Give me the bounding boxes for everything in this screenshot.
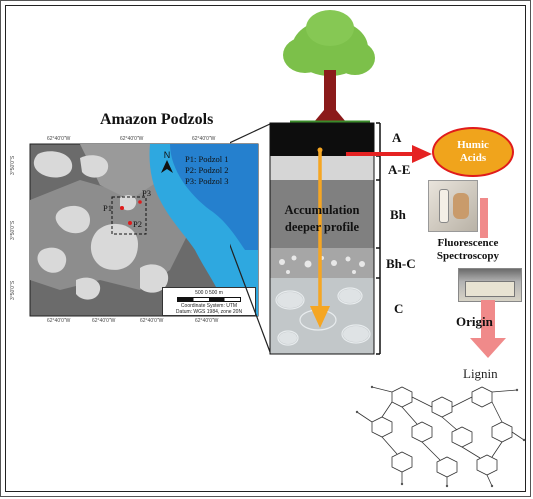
- horizon-label-bh: Bh: [390, 207, 406, 222]
- horizon-ae: [270, 156, 374, 180]
- podzol-patch: [76, 277, 101, 300]
- origin-arrow: [470, 300, 506, 358]
- horizon-label-ae: A-E: [388, 162, 411, 177]
- coord-top: 62°40'0"W: [47, 136, 71, 142]
- label-p3: P3: [142, 188, 151, 198]
- fluorescence-line-1: Fluorescence: [437, 237, 499, 249]
- humic-line-2: Acids: [459, 152, 487, 164]
- coordinate-system: Coordinate System: UTM: [180, 303, 238, 309]
- origin-label: Origin: [456, 314, 493, 329]
- podzol-patch: [37, 247, 67, 273]
- coord-top: 62°40'0"W: [192, 136, 216, 142]
- river-channel: [170, 144, 258, 250]
- legend-p2: P2: Podzol 2: [185, 165, 229, 175]
- horizon-label-bhc: Bh-C: [386, 256, 416, 271]
- north-label: N: [163, 150, 171, 160]
- humic-line-1: Humic: [457, 139, 489, 151]
- coord-left: 3°50'0"S: [10, 280, 16, 300]
- horizon-bh: [270, 180, 374, 260]
- hand: [453, 193, 469, 219]
- coord-bottom: 62°40'0"W: [140, 318, 164, 324]
- connector-line: [230, 243, 271, 353]
- sample-photo: [428, 180, 478, 232]
- accumulation-line-2: deeper profile: [284, 220, 360, 234]
- humic-acids-oval: Humic Acids: [432, 127, 514, 177]
- analysis-arrow-stem: [480, 198, 488, 238]
- fluorescence-label: Fluorescence Spectroscopy: [422, 237, 514, 263]
- datum: Datum: WGS 1984, zone 20N: [175, 309, 243, 315]
- podzol-patch: [33, 151, 73, 178]
- study-area-box: [111, 196, 147, 235]
- horizon-label-c: C: [394, 301, 404, 316]
- podzol-patch: [140, 264, 169, 293]
- fluorescence-line-2: Spectroscopy: [436, 250, 500, 262]
- legend-p1: P1: Podzol 1: [185, 154, 229, 164]
- arrow-origin: [317, 147, 323, 153]
- horizon-label-a: A: [392, 130, 402, 145]
- bhc-pebbles: [279, 255, 365, 274]
- extraction-arrow: [346, 145, 432, 163]
- soil-profile: [230, 10, 381, 355]
- north-arrow-icon: [161, 160, 173, 173]
- profile-outline: [269, 122, 375, 355]
- accumulation-line-1: Accumulation: [284, 203, 360, 217]
- scale-box: 500 0 500 m Coordinate System: UTM Datum…: [162, 287, 256, 316]
- podzol-patch: [120, 195, 137, 211]
- podzol-patch: [90, 223, 138, 270]
- podzol-patch: [55, 205, 90, 234]
- north-arrow: N: [160, 150, 174, 174]
- c-nodules-fill: [277, 289, 369, 344]
- label-p2: P2: [133, 219, 142, 229]
- label-p1: P1: [103, 203, 112, 213]
- humic-acids-label: Humic Acids: [457, 139, 489, 165]
- podzol-patch: [80, 155, 109, 178]
- point-p2: [128, 221, 132, 225]
- tree-icon: [283, 10, 375, 124]
- accumulation-label: Accumulation deeper profile: [272, 202, 372, 236]
- coord-top: 62°40'0"W: [120, 136, 144, 142]
- map-title: Amazon Podzols: [100, 111, 214, 128]
- point-p1: [120, 206, 124, 210]
- coord-left: 3°50'0"S: [10, 155, 16, 175]
- connector-line: [230, 123, 271, 144]
- coord-bottom: 62°40'0"W: [47, 318, 71, 324]
- scale-bar: 500 0 500 m: [195, 290, 223, 296]
- coord-bottom: 62°40'0"W: [195, 318, 219, 324]
- lignin-label: Lignin: [463, 366, 498, 381]
- sample-tube: [439, 189, 449, 223]
- scale-bar-graphic: [177, 297, 241, 302]
- coord-bottom: 62°40'0"W: [92, 318, 116, 324]
- spectrometer-photo: [458, 268, 522, 302]
- coord-left: 3°50'0"S: [10, 220, 16, 240]
- legend-p3: P3: Podzol 3: [185, 176, 229, 186]
- lignin-structure: [355, 385, 526, 488]
- accumulation-arrow-head: [310, 306, 330, 328]
- point-p3: [138, 200, 142, 204]
- horizon-bhc: [270, 248, 374, 278]
- spectrometer-body: [465, 281, 515, 297]
